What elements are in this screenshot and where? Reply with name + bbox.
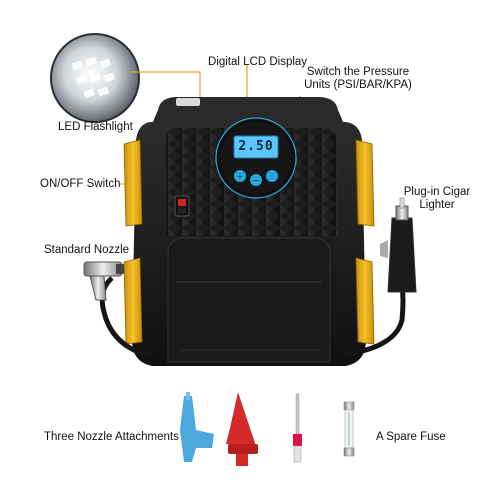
label-plug-in-cigar-lighter: Plug-in Cigar Lighter bbox=[388, 186, 486, 212]
label-standard-nozzle: Standard Nozzle bbox=[44, 244, 130, 256]
on-off-switch[interactable] bbox=[174, 195, 190, 217]
spare-fuse bbox=[343, 401, 355, 457]
lcd-reading: 2.50 bbox=[238, 139, 274, 154]
flashlight-lens bbox=[176, 98, 200, 106]
unit-button-center[interactable] bbox=[250, 174, 262, 186]
cigar-lighter-plug bbox=[347, 197, 417, 357]
unit-button-left[interactable] bbox=[234, 170, 246, 182]
label-digital-lcd-display: Digital LCD Display bbox=[208, 56, 308, 68]
label-switch-pressure-units: Switch the Pressure Units (PSI/BAR/KPA) bbox=[302, 66, 414, 92]
label-three-nozzle-attachments: Three Nozzle Attachments bbox=[44, 431, 179, 443]
label-plug-in-cigar-lighter-line2: Lighter bbox=[419, 199, 455, 211]
label-led-flashlight: LED Flashlight bbox=[58, 121, 133, 133]
svg-text:−: − bbox=[253, 176, 260, 185]
red-nozzle-attachment bbox=[226, 392, 258, 466]
needle-attachment bbox=[293, 393, 302, 463]
svg-text:+: + bbox=[237, 172, 244, 181]
yellow-side-accents bbox=[123, 139, 375, 345]
standard-nozzle bbox=[83, 261, 151, 359]
accessories-row bbox=[180, 392, 355, 466]
label-spare-fuse: A Spare Fuse bbox=[376, 431, 446, 443]
label-switch-pressure-units-line2: Units (PSI/BAR/KPA) bbox=[304, 79, 412, 91]
label-switch-pressure-units-line1: Switch the Pressure bbox=[306, 66, 410, 78]
label-plug-in-cigar-lighter-line1: Plug-in Cigar bbox=[403, 186, 471, 198]
lcd-display-panel: + − ◦ bbox=[215, 117, 297, 199]
svg-text:◦: ◦ bbox=[270, 173, 274, 181]
blue-nozzle-attachment bbox=[180, 392, 214, 462]
lcd-screen bbox=[233, 135, 279, 159]
leader-flashlight bbox=[130, 71, 201, 106]
unit-button-right[interactable] bbox=[266, 170, 278, 182]
led-flashlight-inset bbox=[50, 33, 140, 123]
label-on-off-switch: ON/OFF Switch bbox=[40, 178, 121, 190]
